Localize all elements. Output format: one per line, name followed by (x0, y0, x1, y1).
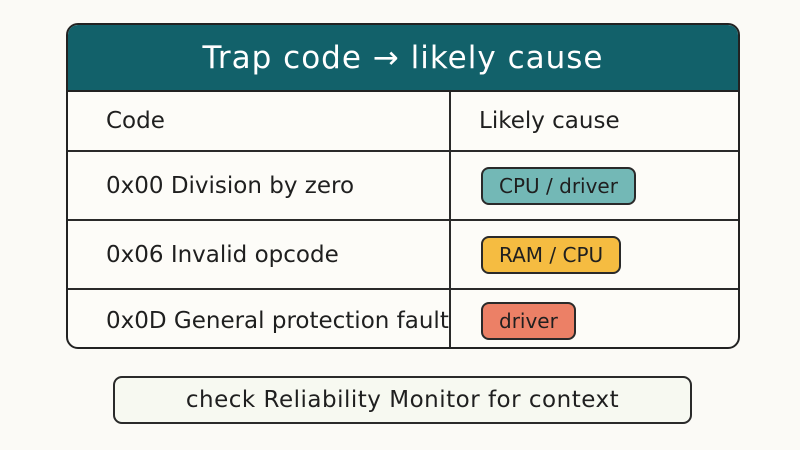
title-bar: Trap code → likely cause (68, 25, 738, 92)
table-row: 0x06 Invalid opcode RAM / CPU (68, 221, 738, 290)
trap-code-cell: 0x06 Invalid opcode (68, 221, 451, 288)
table-row: 0x0D General protection fault driver (68, 290, 738, 347)
trap-code-table-card: Trap code → likely cause Code Likely cau… (66, 23, 740, 349)
likely-cause-cell: driver (451, 290, 738, 347)
table-row: 0x00 Division by zero CPU / driver (68, 152, 738, 221)
likely-cause-cell: CPU / driver (451, 152, 738, 219)
header-likely-cause: Likely cause (479, 108, 620, 134)
footer-note: check Reliability Monitor for context (113, 376, 692, 424)
cause-badge: CPU / driver (481, 166, 636, 205)
table-title: Trap code → likely cause (202, 39, 604, 76)
cause-badge: RAM / CPU (481, 235, 622, 274)
table-header-row: Code Likely cause (68, 92, 738, 152)
likely-cause-cell: RAM / CPU (451, 221, 738, 288)
header-code: Code (68, 92, 451, 150)
trap-code-cell: 0x00 Division by zero (68, 152, 451, 219)
cause-badge: driver (481, 302, 576, 340)
trap-code-cell: 0x0D General protection fault (68, 290, 451, 347)
